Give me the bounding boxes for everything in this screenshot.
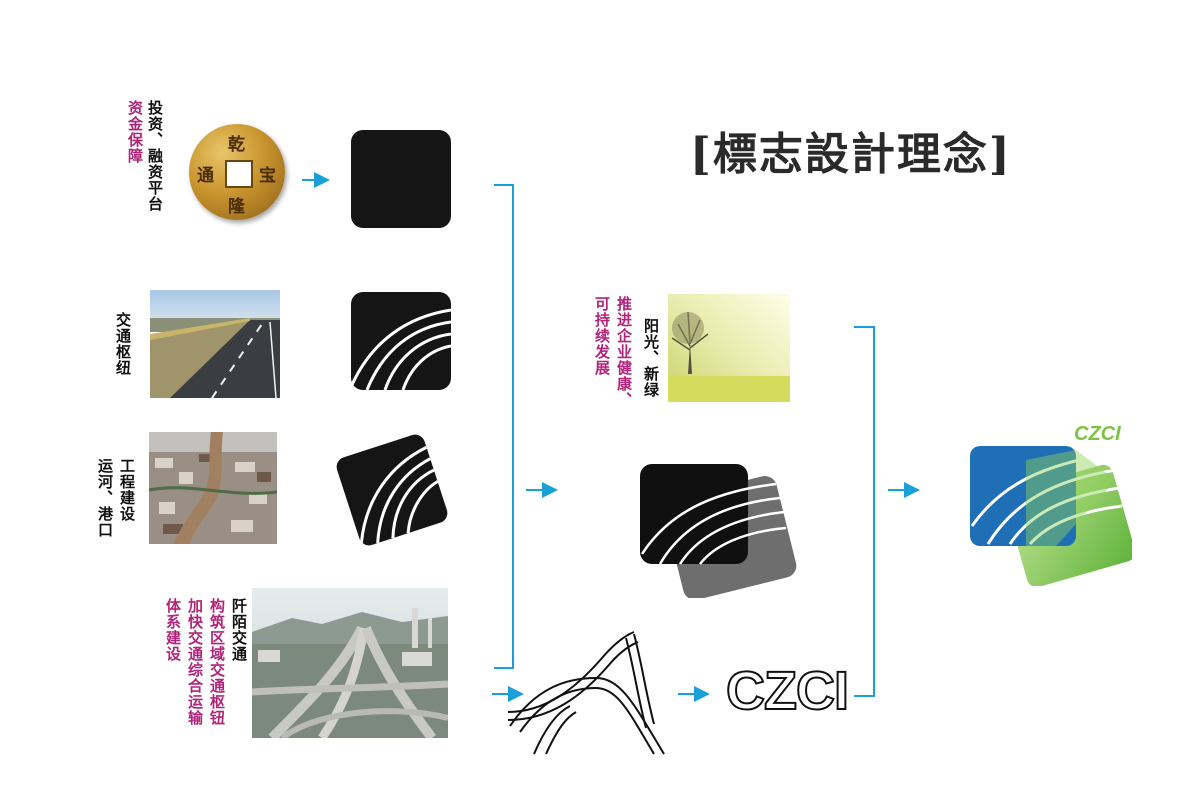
page-title: [標志設計理念] [690,129,1012,180]
coin-char-right: 宝 [259,166,276,186]
crossroads-label: 阡陌交通 [230,598,248,662]
coin-char-left: 通 [197,166,214,186]
transport-system-label: 加快交通综合运输 [186,598,204,726]
sunshine-label: 阳光、新绿 [642,318,660,398]
canal-port-label: 运河、港口 [96,458,114,538]
highway-photo [150,290,280,398]
final-color-logo [970,446,1132,586]
traffic-hub-label: 交通枢纽 [114,312,132,376]
regional-hub-label: 构筑区域交通枢钮 [208,598,226,726]
system-build-label: 体系建设 [164,598,182,662]
finance-label: 投资、融资平台 [146,100,164,212]
sustainable-label: 可持续发展 [593,296,611,376]
combined-black-gray-logo [640,464,797,598]
funding-label: 资金保障 [126,100,144,164]
czci-outline-wordmark: CZCI [725,660,850,722]
black-square-icon [351,130,451,228]
czci-color-wordmark: CZCI [1074,423,1121,445]
tree-sunlight-photo [668,294,790,402]
crossroads-line-sketch [507,631,665,755]
right-bracket [854,326,875,697]
tilted-black-square-rays-icon [336,434,448,546]
engineering-label: 工程建设 [118,458,136,522]
coin-char-bottom: 隆 [228,197,245,217]
healthy-growth-label: 推进企业健康、 [615,296,633,408]
ancient-coin-image: 乾 隆 通 宝 [189,124,285,220]
left-bracket [494,184,514,669]
coin-char-top: 乾 [228,135,245,155]
highway-interchange-photo [252,588,448,738]
canal-aerial-photo [149,432,277,544]
black-square-light-rays-icon [351,292,451,390]
